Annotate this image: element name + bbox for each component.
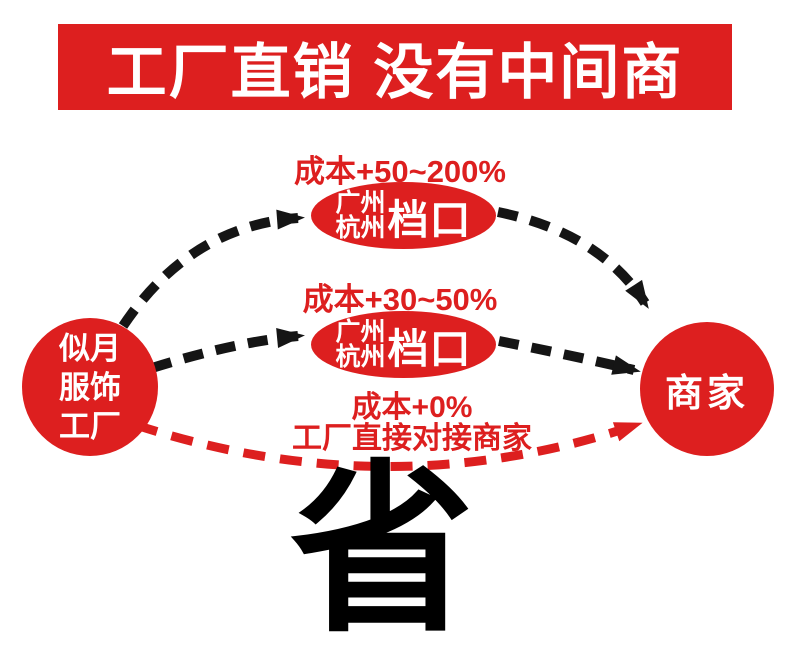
factory-name-line: 似月: [59, 330, 121, 366]
merchant-label: 商家: [664, 372, 749, 415]
factory-name: 似月 服饰 工厂: [59, 329, 121, 446]
stall-2-label: 档口: [387, 325, 472, 372]
stall-2-city: 杭州: [335, 342, 386, 371]
save-character: 省: [289, 447, 474, 653]
arrow-stall-2-to-merchant: [498, 336, 641, 375]
arrow-factory-to-stall-2: [150, 328, 305, 373]
stall-node-1: 广州 杭州 档口: [311, 182, 496, 249]
stall-1-cities: 广州 杭州: [335, 188, 386, 242]
banner: 工厂直销 没有中间商: [58, 24, 732, 110]
direct-route-label: 成本+0% 工厂直接对接商家: [287, 392, 537, 454]
merchant-node: 商家: [640, 322, 774, 456]
stall-1-text: 广州 杭州 档口: [335, 186, 471, 246]
stall-1-city: 杭州: [335, 213, 386, 242]
factory-node: 似月 服饰 工厂: [22, 318, 158, 456]
stall-1-label: 档口: [387, 196, 472, 243]
stall-node-2: 广州 杭州 档口: [311, 311, 496, 378]
stall-2-text: 广州 杭州 档口: [335, 315, 471, 375]
factory-name-line: 工厂: [59, 408, 121, 444]
stall-1-city: 广州: [335, 188, 386, 217]
stall-2-city: 广州: [335, 317, 386, 346]
direct-cost-label: 成本+0%: [351, 391, 473, 424]
stall-2-cities: 广州 杭州: [335, 317, 386, 371]
factory-name-line: 服饰: [59, 369, 121, 405]
direct-sub-label: 工厂直接对接商家: [292, 422, 532, 455]
banner-title: 工厂直销 没有中间商: [106, 38, 684, 106]
